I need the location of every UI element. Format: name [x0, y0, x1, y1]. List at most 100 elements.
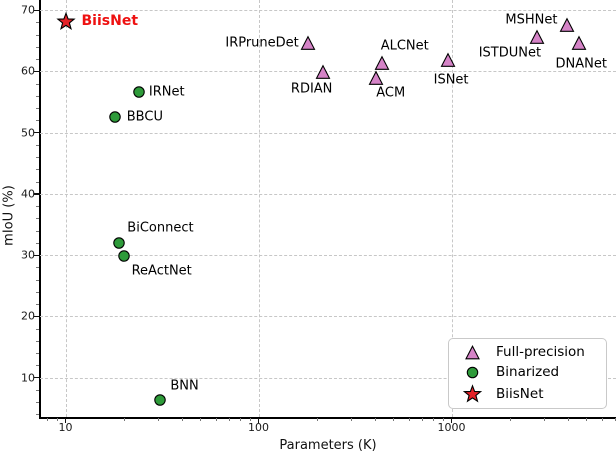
y-axis-label: mIoU (%)	[1, 185, 17, 246]
y-gridline	[40, 132, 616, 134]
legend-label: Full-precision	[496, 344, 585, 360]
y-major-tick	[34, 70, 39, 73]
x-minor-tick	[316, 418, 318, 421]
x-tick-label: 1000	[437, 421, 466, 434]
y-tick-label: 10	[21, 371, 35, 384]
x-minor-tick	[509, 418, 511, 421]
y-minor-tick	[36, 34, 39, 36]
y-minor-tick	[36, 169, 39, 171]
x-minor-tick	[432, 418, 434, 421]
scatter-point-alcnet	[374, 55, 390, 71]
y-minor-tick	[36, 267, 39, 269]
circle-marker-icon	[461, 366, 483, 379]
x-tick-label: 10	[58, 421, 73, 434]
point-label-bnn: BNN	[170, 378, 199, 394]
x-minor-tick	[374, 418, 376, 421]
y-major-tick	[34, 193, 39, 195]
legend-item-full-precision: Full-precision	[461, 344, 602, 360]
x-minor-tick	[200, 418, 202, 421]
y-gridline	[40, 255, 616, 256]
scatter-point-bbcu	[108, 111, 121, 124]
y-minor-tick	[36, 108, 39, 109]
y-tick-label: 70	[21, 3, 35, 17]
y-minor-tick	[36, 95, 39, 97]
y-tick-label: 30	[21, 248, 35, 262]
legend-item-binarized: Binarized	[461, 364, 602, 380]
legend-label: BiisNet	[496, 385, 544, 402]
y-minor-tick	[36, 291, 39, 293]
x-minor-tick	[350, 418, 352, 421]
y-minor-tick	[36, 157, 39, 158]
x-minor-tick	[543, 418, 545, 421]
x-tick-label: 100	[248, 421, 269, 434]
x-minor-tick	[249, 418, 251, 421]
point-label-biisnet: BiisNet	[81, 13, 139, 30]
x-minor-tick	[123, 418, 125, 421]
x-minor-tick	[215, 418, 217, 421]
y-minor-tick	[36, 304, 39, 305]
x-minor-tick	[614, 418, 616, 421]
point-label-acm: ACM	[376, 85, 406, 101]
y-minor-tick	[36, 144, 39, 146]
x-gridline	[258, 0, 260, 417]
y-minor-tick	[36, 22, 39, 24]
y-minor-tick	[36, 206, 39, 207]
y-tick-label: 20	[21, 309, 35, 323]
point-label-alcnet: ALCNet	[380, 38, 429, 54]
x-minor-tick	[586, 418, 588, 421]
x-gridline	[451, 0, 453, 417]
x-major-tick	[258, 418, 260, 423]
scatter-point-mshnet	[560, 17, 575, 32]
y-major-tick	[34, 132, 39, 134]
x-minor-tick	[408, 418, 410, 421]
scatter-point-rdian	[315, 64, 331, 79]
y-minor-tick	[36, 279, 39, 281]
scatter-point-dnanet	[571, 35, 587, 51]
x-minor-tick	[393, 418, 395, 421]
y-major-tick	[34, 9, 39, 11]
legend: Full-precision Binarized BiisNet	[448, 338, 607, 409]
y-minor-tick	[36, 46, 39, 48]
y-minor-tick	[36, 59, 39, 60]
y-minor-tick	[36, 389, 39, 391]
x-minor-tick	[567, 418, 569, 421]
y-gridline	[40, 193, 616, 195]
scatter-point-irnet	[132, 86, 145, 99]
y-minor-tick	[36, 353, 39, 354]
scatter-point-biconnect	[113, 236, 126, 249]
y-tick-label: 60	[21, 64, 35, 78]
y-minor-tick	[36, 365, 39, 367]
scatter-point-reactnet	[117, 250, 130, 263]
scatter-point-biisnet	[55, 11, 76, 31]
x-minor-tick	[228, 418, 230, 421]
y-major-tick	[34, 315, 39, 318]
x-axis-label: Parameters (K)	[279, 438, 377, 453]
x-gridline	[65, 0, 67, 417]
y-major-tick	[34, 254, 39, 256]
x-major-tick	[451, 418, 453, 423]
y-major-tick	[34, 377, 39, 379]
point-label-rdian: RDIAN	[290, 81, 333, 97]
y-minor-tick	[36, 340, 39, 342]
point-label-istdunet: ISTDUNet	[478, 45, 542, 61]
x-major-tick	[65, 418, 67, 423]
y-axis-spine	[39, 0, 41, 418]
x-minor-tick	[181, 418, 183, 421]
y-minor-tick	[36, 242, 39, 244]
point-label-irnet: IRNet	[148, 84, 185, 100]
scatter-point-istdunet	[529, 29, 545, 44]
scatter-point-irprunedet	[300, 35, 316, 51]
x-minor-tick	[46, 418, 48, 421]
point-label-mshnet: MSHNet	[505, 12, 558, 28]
x-minor-tick	[442, 418, 444, 421]
y-gridline	[40, 10, 616, 11]
point-label-bbcu: BBCU	[126, 109, 163, 125]
point-label-irprunedet: IRPruneDet	[225, 35, 299, 51]
y-minor-tick	[36, 328, 39, 330]
y-gridline	[40, 377, 616, 379]
star-marker-icon	[461, 384, 483, 403]
y-minor-tick	[36, 230, 39, 232]
y-minor-tick	[36, 402, 39, 403]
point-label-dnanet: DNANet	[555, 56, 607, 72]
